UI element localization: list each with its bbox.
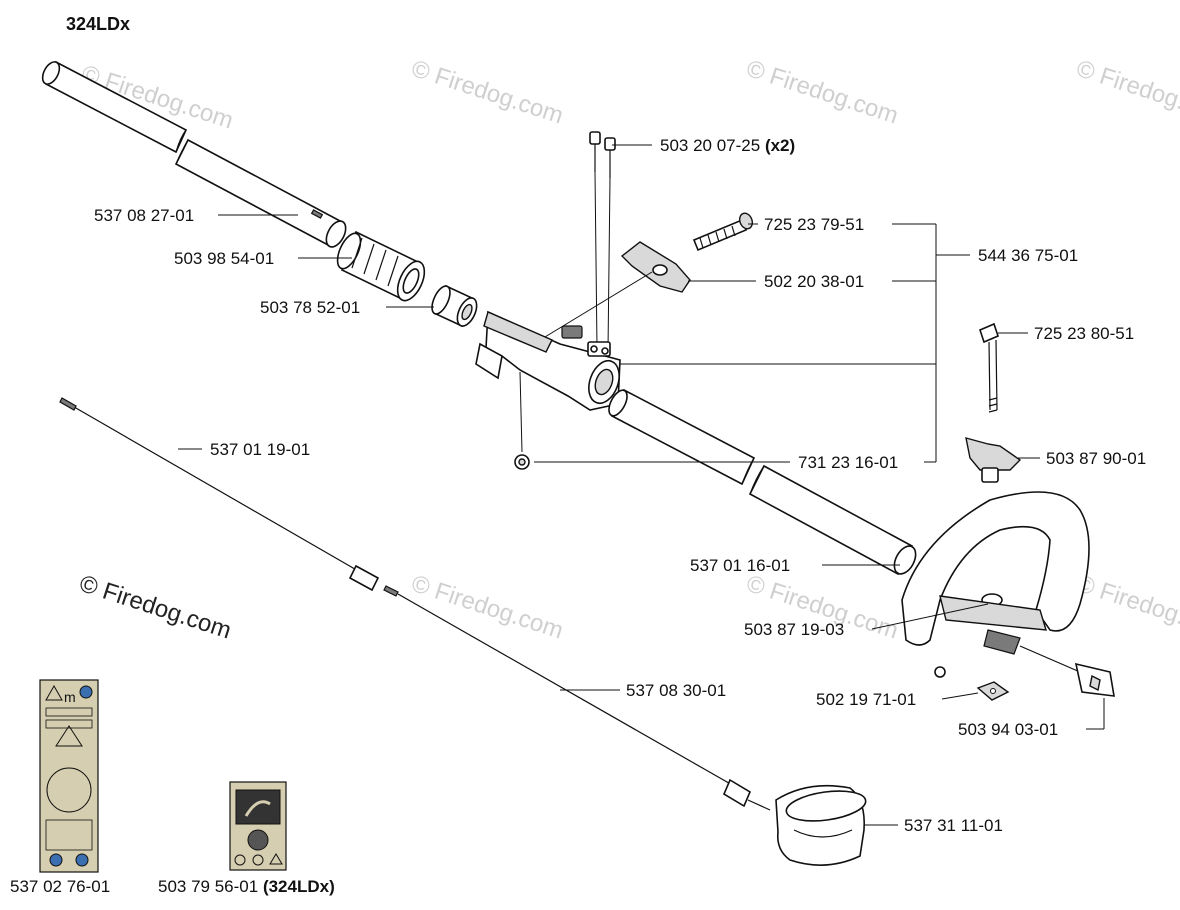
leader-lines (178, 144, 1105, 826)
watermark-text-dark: © Firedog.com (76, 570, 234, 644)
label-decal-head: 503 79 56-01 (324LDx) (158, 877, 335, 896)
decal-warning: m (39, 679, 99, 873)
label-bolt-handle: 725 23 80-51 (1034, 324, 1134, 343)
tube-upper (41, 60, 347, 248)
label-bushing: 503 78 52-01 (260, 298, 360, 317)
watermark-text: © Firedog.com (408, 570, 566, 644)
watermark-text: © Firedog.com (1073, 55, 1180, 129)
coupler-housing (475, 310, 621, 470)
decal-warning-glyph: m (64, 689, 76, 705)
label-coupling-sleeve: 503 98 54-01 (174, 249, 274, 268)
watermark-text: © Firedog.com (1073, 570, 1180, 644)
watermark-text: © Firedog.com (408, 55, 566, 129)
screw-long (692, 212, 754, 252)
label-handle: 503 87 19-03 (744, 620, 844, 639)
bushing (431, 284, 478, 328)
guard (775, 784, 867, 866)
label-tube-lower: 537 01 16-01 (690, 556, 790, 575)
watermark-text: © Firedog.com (743, 55, 901, 129)
label-tube-upper: 537 08 27-01 (94, 206, 194, 225)
watermark-layer: © Firedog.com © Firedog.com © Firedog.co… (76, 55, 1180, 644)
label-wing-nut: 503 87 90-01 (1046, 449, 1146, 468)
label-screw-long: 725 23 79-51 (764, 215, 864, 234)
label-flex-shaft: 537 08 30-01 (626, 681, 726, 700)
tube-middle (608, 388, 756, 486)
part-labels: 503 20 07-25 (x2) 537 08 27-01 503 98 54… (10, 136, 1146, 896)
label-clamp: 503 94 03-01 (958, 720, 1058, 739)
label-drive-shaft: 537 01 19-01 (210, 440, 310, 459)
wing-nut (965, 437, 1022, 483)
bolt-pair (589, 131, 616, 351)
label-tube-middle: 731 23 16-01 (798, 453, 898, 472)
drive-shaft (59, 397, 380, 592)
label-knob: 502 20 38-01 (764, 272, 864, 291)
label-decal-warning: 537 02 76-01 (10, 877, 110, 896)
label-kit: 544 36 75-01 (978, 246, 1078, 265)
knob (539, 241, 691, 341)
square-nut (976, 681, 1010, 701)
model-title: 324LDx (66, 14, 130, 34)
handle (901, 491, 1115, 697)
coupling-sleeve (336, 230, 426, 302)
label-guard: 537 31 11-01 (904, 816, 1003, 835)
tube-lower (748, 464, 917, 576)
label-bolt-pair: 503 20 07-25 (x2) (660, 136, 795, 155)
label-square-nut: 502 19 71-01 (816, 690, 916, 709)
decal-head (229, 781, 287, 871)
handle-bolt (979, 322, 999, 413)
